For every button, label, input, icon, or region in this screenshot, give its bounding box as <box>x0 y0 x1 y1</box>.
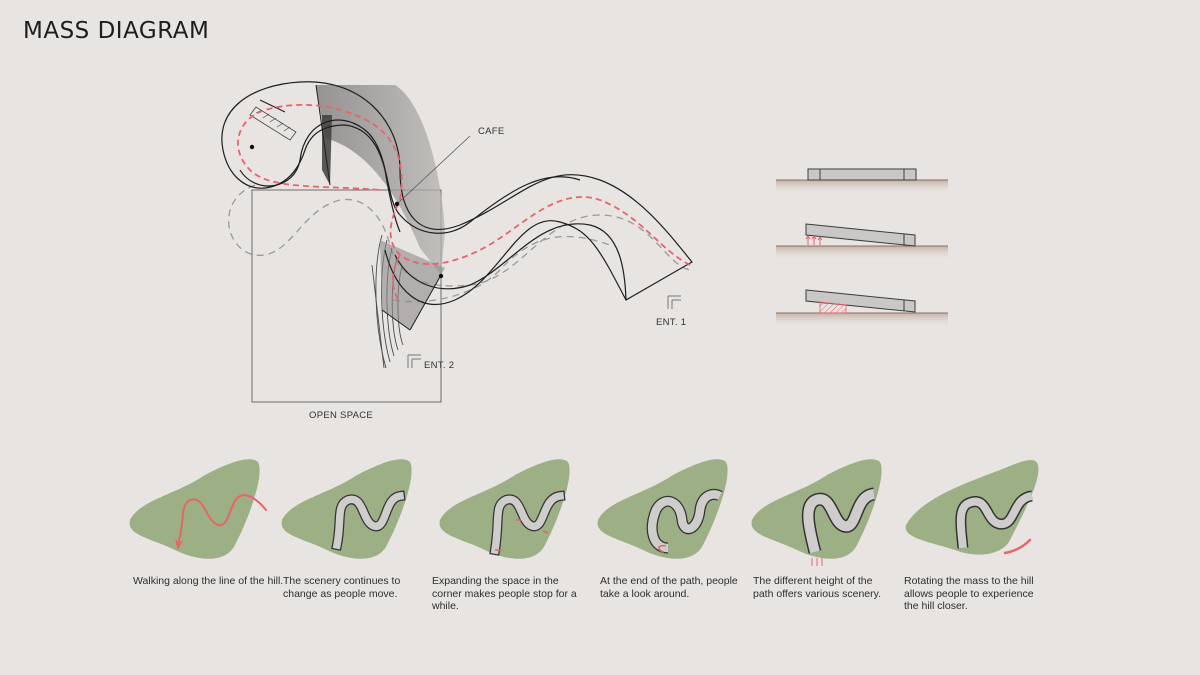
mass-plan <box>221 81 693 403</box>
dark-wall <box>322 115 332 185</box>
ribbon-loop <box>222 124 401 233</box>
step-6-caption: Rotating the mass to the hill allows peo… <box>904 575 1034 612</box>
step-6-diagram <box>905 460 1039 555</box>
step-2-caption: The scenery continues to change as peopl… <box>283 575 401 600</box>
step-4-diagram <box>597 459 728 559</box>
ent2-label: ENT. 2 <box>424 360 455 371</box>
section-diagrams <box>776 168 948 327</box>
step-4-caption: At the end of the path, people take a lo… <box>600 575 738 600</box>
stair-hatch <box>249 106 297 141</box>
page-title: MASS DIAGRAM <box>23 18 210 44</box>
ghost-outline-inner <box>392 235 611 303</box>
open-space-label: OPEN SPACE <box>309 410 374 421</box>
ribbon-front-edge <box>394 223 627 301</box>
ribbon-outer-edge <box>221 81 693 305</box>
section-raised <box>776 289 948 327</box>
step-3-diagram <box>439 459 570 559</box>
circulation-path-branch <box>392 254 401 301</box>
open-space-boundary <box>251 189 442 403</box>
step-3-caption: Expanding the space in the corner makes … <box>432 575 577 612</box>
raised-fill <box>819 301 847 314</box>
step-5-caption: The different height of the path offers … <box>753 575 882 600</box>
ent1-chevron-icon <box>667 295 681 309</box>
step-1-diagram <box>129 459 267 559</box>
step-2-diagram <box>281 459 412 559</box>
cafe-leader <box>396 135 471 205</box>
tall-wall <box>316 85 445 275</box>
step-5-diagram <box>751 459 882 566</box>
ent2-chevron-icon <box>407 354 421 368</box>
section-sloped <box>776 223 948 260</box>
cafe-label: CAFE <box>478 126 505 137</box>
step-diagrams <box>129 459 1039 566</box>
lift-arrows-icon <box>805 235 823 245</box>
ent1-label: ENT. 1 <box>656 317 687 328</box>
section-flat <box>776 168 948 194</box>
circulation-path <box>237 103 691 266</box>
lower-wall <box>380 240 445 330</box>
ghost-outline <box>228 184 691 287</box>
step-1-caption: Walking along the line of the hill. <box>133 575 284 587</box>
